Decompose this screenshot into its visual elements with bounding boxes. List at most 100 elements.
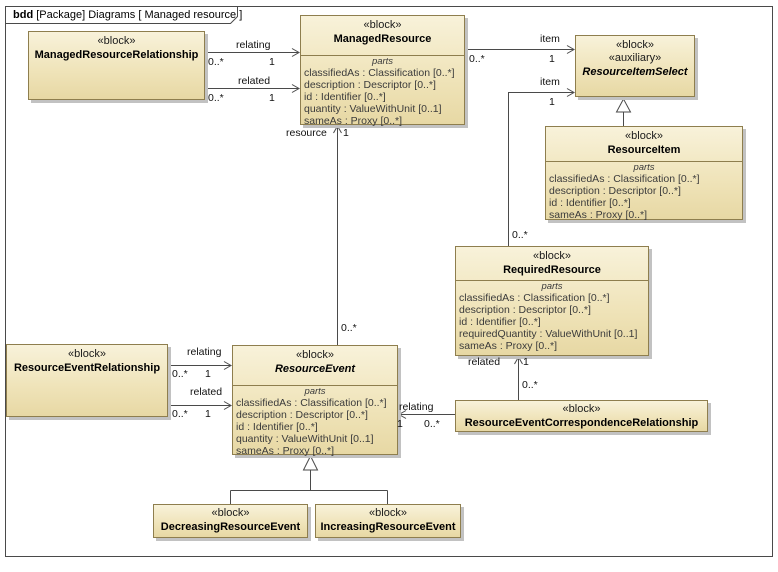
role-label-relating: relating [187, 346, 222, 358]
attribute: classifiedAs : Classification [0..*] [549, 173, 700, 185]
attribute: id : Identifier [0..*] [549, 197, 631, 209]
attribute: classifiedAs : Classification [0..*] [304, 67, 455, 79]
multiplicity: 1 [269, 56, 275, 68]
block-name: ResourceEvent [274, 363, 356, 375]
parts-compartment: parts classifiedAs : Classification [0..… [456, 280, 648, 355]
stereotype-label: «block» [97, 35, 136, 47]
multiplicity: 1 [343, 127, 349, 139]
role-label-item: item [540, 76, 560, 88]
arrow-recr-related [514, 355, 523, 365]
multiplicity: 0..* [424, 418, 440, 430]
block-resource-event-relationship[interactable]: «block» ResourceEventRelationship [6, 344, 168, 417]
diagram-title: bdd [Package] Diagrams [ Managed resourc… [13, 9, 242, 21]
block-increasing-resource-event[interactable]: «block» IncreasingResourceEvent [315, 504, 461, 538]
block-name: ResourceEventRelationship [13, 362, 161, 374]
multiplicity: 0..* [469, 53, 485, 65]
multiplicity: 0..* [522, 379, 538, 391]
stereotype-label: «block» [211, 507, 250, 519]
attribute: sameAs : Proxy [0..*] [304, 115, 403, 127]
edge-rr-item[interactable] [508, 92, 574, 247]
block-managed-resource[interactable]: «block» ManagedResource parts classified… [300, 15, 465, 127]
diagram-kind-keyword: bdd [13, 9, 34, 21]
role-label-related: related [468, 356, 501, 368]
block-decreasing-resource-event[interactable]: «block» DecreasingResourceEvent [153, 504, 308, 538]
role-label-relating: relating [399, 401, 434, 413]
multiplicity: 0..* [208, 92, 224, 104]
diagram-title-text: [Package] Diagrams [ Managed resource ] [33, 9, 243, 21]
attribute: id : Identifier [0..*] [236, 421, 318, 433]
multiplicity: 1 [549, 53, 555, 65]
block-resource-event[interactable]: «block» ResourceEvent parts classifiedAs… [232, 345, 398, 457]
multiplicity: 0..* [172, 408, 188, 420]
diagram-name-tab [5, 6, 238, 24]
attribute: sameAs : Proxy [0..*] [459, 340, 558, 352]
multiplicity: 1 [523, 356, 529, 368]
multiplicity: 1 [397, 418, 403, 430]
block-name: ManagedResource [333, 33, 432, 45]
compartment-title: parts [304, 386, 326, 397]
stereotype-label: «block» [533, 250, 571, 262]
multiplicity: 0..* [172, 368, 188, 380]
arrow-recr-relating [397, 410, 407, 419]
multiplicity: 1 [205, 368, 211, 380]
arrow-rer-related [223, 401, 233, 410]
block-name: RequiredResource [503, 264, 601, 276]
attribute: quantity : ValueWithUnit [0..1] [236, 433, 374, 445]
stereotype-label: «block» [625, 130, 663, 142]
attribute: classifiedAs : Classification [0..*] [459, 292, 610, 304]
role-label-resource: resource [286, 127, 327, 139]
block-name: ResourceEventCorrespondenceRelationship [464, 417, 699, 429]
block-name: IncreasingResourceEvent [320, 521, 456, 533]
stereotype-label: «block» [369, 507, 407, 519]
parts-compartment: parts classifiedAs : Classification [0..… [301, 55, 464, 127]
generalization-triangle-re [302, 454, 319, 471]
role-label-item: item [540, 33, 560, 45]
stereotype-label: «block» [562, 403, 601, 415]
arrow-re-resource [333, 124, 342, 134]
parts-compartment: parts classifiedAs : Classification [0..… [233, 385, 397, 457]
attribute: classifiedAs : Classification [0..*] [236, 397, 387, 409]
block-name: ResourceItemSelect [582, 66, 688, 78]
diagram-frame [5, 6, 773, 557]
attribute: id : Identifier [0..*] [304, 91, 386, 103]
parts-compartment: parts classifiedAs : Classification [0..… [546, 161, 742, 221]
block-resource-item-select[interactable]: «block» «auxiliary» ResourceItemSelect [575, 35, 695, 97]
block-resource-item[interactable]: «block» ResourceItem parts classifiedAs … [545, 126, 743, 221]
block-required-resource[interactable]: «block» RequiredResource parts classifie… [455, 246, 649, 356]
role-label-related: related [190, 386, 223, 398]
multiplicity: 1 [269, 92, 275, 104]
arrow-mr-item [566, 45, 576, 54]
generalization-triangle-ris [615, 97, 632, 113]
block-name: ManagedResourceRelationship [34, 49, 199, 61]
attribute: sameAs : Proxy [0..*] [236, 445, 335, 457]
attribute: description : Descriptor [0..*] [304, 79, 436, 91]
role-label-related: related [238, 75, 271, 87]
stereotype-label: «block» [296, 349, 334, 361]
stereotype-label-auxiliary: «auxiliary» [608, 52, 662, 64]
block-name: ResourceItem [607, 144, 681, 156]
attribute: requiredQuantity : ValueWithUnit [0..1] [459, 328, 638, 340]
multiplicity: 0..* [208, 56, 224, 68]
block-resource-event-correspondence-relationship[interactable]: «block» ResourceEventCorrespondenceRelat… [455, 400, 708, 432]
attribute: sameAs : Proxy [0..*] [549, 209, 648, 221]
multiplicity: 1 [205, 408, 211, 420]
multiplicity: 1 [549, 96, 555, 108]
arrow-rr-item [566, 88, 576, 97]
multiplicity: 0..* [341, 322, 357, 334]
multiplicity: 0..* [512, 229, 528, 241]
arrow-mrr-related [291, 84, 301, 93]
attribute: description : Descriptor [0..*] [236, 409, 368, 421]
block-managed-resource-relationship[interactable]: «block» ManagedResourceRelationship [28, 31, 205, 100]
attribute: id : Identifier [0..*] [459, 316, 541, 328]
compartment-title: parts [541, 281, 563, 292]
block-name: DecreasingResourceEvent [160, 521, 301, 533]
arrow-rer-relating [223, 361, 233, 370]
stereotype-label: «block» [363, 19, 402, 31]
compartment-title: parts [633, 162, 655, 173]
arrow-mrr-relating [291, 48, 301, 57]
attribute: description : Descriptor [0..*] [459, 304, 591, 316]
attribute: quantity : ValueWithUnit [0..1] [304, 103, 442, 115]
stereotype-label: «block» [616, 39, 654, 51]
